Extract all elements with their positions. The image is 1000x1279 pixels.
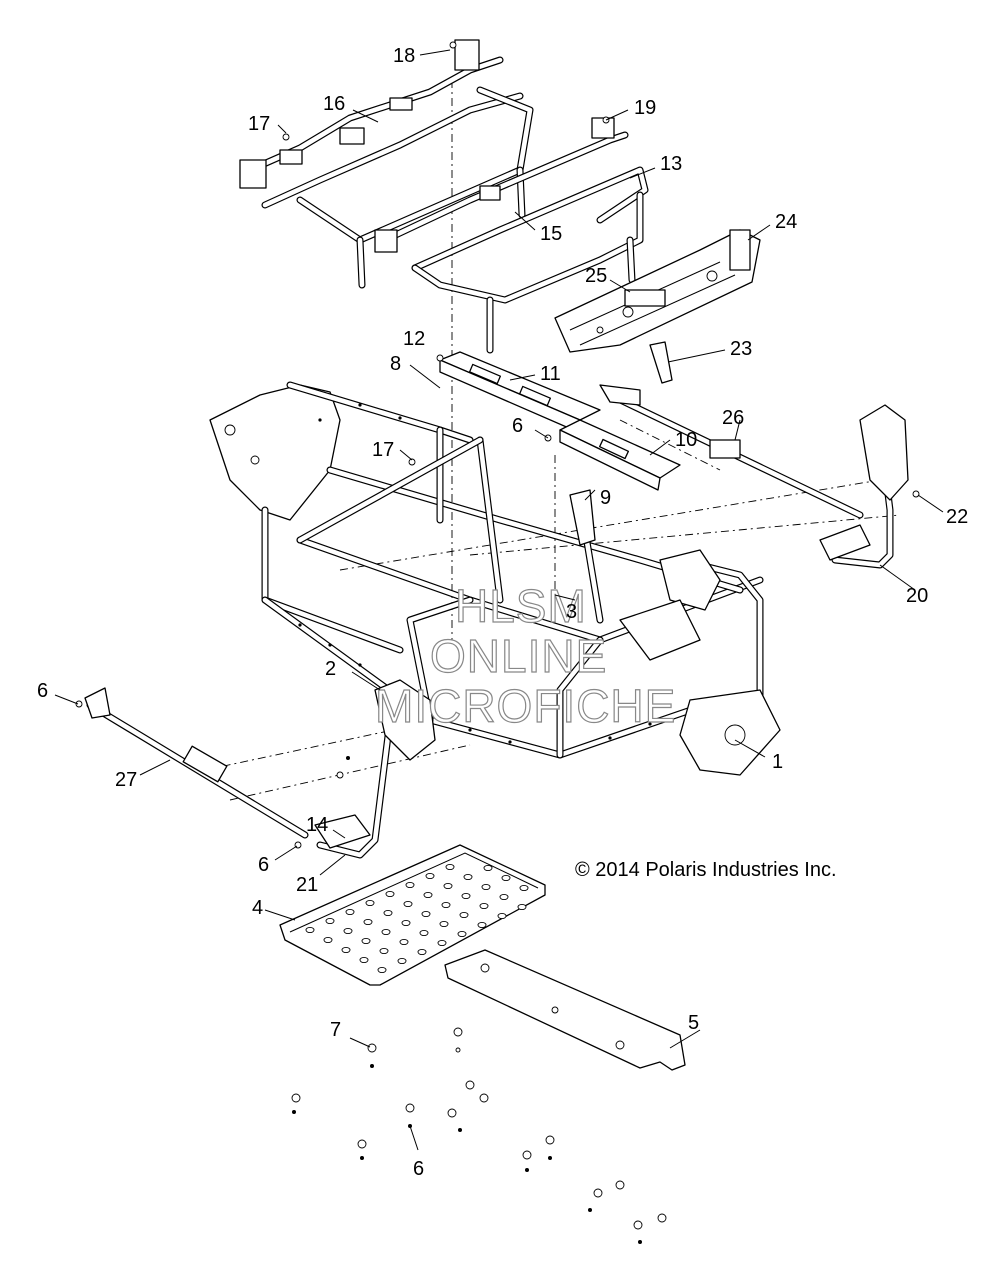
- callout-25: 25: [585, 265, 607, 287]
- main-chassis-frame-1: [209, 381, 781, 776]
- skid-plate-hole: [343, 927, 353, 935]
- skid-plate-hole: [421, 910, 431, 918]
- callout-24: 24: [775, 211, 797, 233]
- skid-plate-hole: [425, 872, 435, 880]
- skid-plate-hole: [437, 939, 447, 947]
- skid-plate-hole: [325, 917, 335, 925]
- skid-plate-hole: [345, 908, 355, 916]
- callouts: 18 16 17 19 13 15 24 25 23 12 8 11 26 10…: [37, 45, 968, 1180]
- callout-3: 3: [566, 601, 577, 623]
- callout-13: 13: [660, 153, 682, 175]
- callout-6-mid: 6: [512, 415, 523, 437]
- skid-plate-hole: [459, 911, 469, 919]
- skid-plate-hole: [405, 881, 415, 889]
- skid-plate-hole: [463, 873, 473, 881]
- skid-plate-5: [444, 949, 686, 1071]
- side-frame-21: [314, 679, 436, 859]
- skid-plate-hole: [341, 946, 351, 954]
- callout-17-mid: 17: [372, 439, 394, 461]
- callout-1: 1: [772, 751, 783, 773]
- skid-plate-hole: [383, 909, 393, 917]
- skid-plate-hole: [517, 903, 527, 911]
- watermark: HLSM ONLINE MICROFICHE: [374, 579, 676, 732]
- skid-plate-hole: [519, 884, 529, 892]
- skid-plate-hole: [483, 864, 493, 872]
- callout-4: 4: [252, 897, 263, 919]
- callout-27: 27: [115, 769, 137, 791]
- skid-plate-hole: [399, 938, 409, 946]
- skid-plate-hole: [441, 901, 451, 909]
- skid-plate-hole: [419, 929, 429, 937]
- skid-plate-hole: [377, 966, 387, 974]
- cross-member-10: [559, 419, 681, 491]
- callout-18: 18: [393, 45, 415, 67]
- side-frame-20: [819, 404, 909, 569]
- skid-plate-hole: [305, 926, 315, 934]
- callout-6-lower: 6: [258, 854, 269, 876]
- callout-17-top: 17: [248, 113, 270, 135]
- skid-plate-hole: [439, 920, 449, 928]
- cross-tube-27: [84, 687, 309, 839]
- skid-plate-hole: [323, 936, 333, 944]
- skid-plate-hole: [499, 893, 509, 901]
- skid-plate-hole: [443, 882, 453, 890]
- seat-frame-rear-16: [239, 39, 534, 289]
- leader-lines: [54, 49, 944, 1151]
- skid-plate-hole: [397, 957, 407, 965]
- cross-member-11: [439, 351, 601, 433]
- skid-plate-hole: [457, 930, 467, 938]
- watermark-line-3: MICROFICHE: [375, 680, 676, 732]
- skid-plate-hole: [385, 890, 395, 898]
- skid-plate-hole: [461, 892, 471, 900]
- skid-plate-hole: [497, 912, 507, 920]
- skid-plate-4: [279, 844, 546, 986]
- skid-plate-hole: [445, 863, 455, 871]
- callout-11: 11: [540, 363, 561, 385]
- skid-plate-hole: [361, 937, 371, 945]
- skid-plate-hole: [423, 891, 433, 899]
- copyright-text: © 2014 Polaris Industries Inc.: [575, 859, 837, 881]
- watermark-line-1: HLSM: [455, 580, 587, 632]
- skid-plate-hole: [479, 902, 489, 910]
- skid-plate-hole: [417, 948, 427, 956]
- callout-16: 16: [323, 93, 345, 115]
- callout-6-bottom: 6: [413, 1158, 424, 1180]
- cross-tube-26: [599, 384, 864, 519]
- callout-8: 8: [390, 353, 401, 375]
- callout-9: 9: [600, 487, 611, 509]
- rear-panel-24: [554, 229, 761, 353]
- mount-post-9: [569, 489, 596, 546]
- callout-12: 12: [403, 328, 425, 350]
- skid-plate-hole: [477, 921, 487, 929]
- callout-7: 7: [330, 1019, 341, 1041]
- skid-plate-hole: [403, 900, 413, 908]
- skid-plate-hole: [381, 928, 391, 936]
- callout-22: 22: [946, 506, 968, 528]
- callout-20: 20: [906, 585, 928, 607]
- callout-14: 14: [306, 814, 328, 836]
- skid-plate-hole: [501, 874, 511, 882]
- watermark-line-2: ONLINE: [430, 630, 607, 682]
- callout-19: 19: [634, 97, 656, 119]
- callout-21: 21: [296, 874, 318, 896]
- callout-15: 15: [540, 223, 562, 245]
- skid-plate-hole: [363, 918, 373, 926]
- skid-plate-holes: [305, 863, 529, 974]
- skid-plate-hole: [379, 947, 389, 955]
- callout-10: 10: [675, 429, 697, 451]
- callout-6-left: 6: [37, 680, 48, 702]
- bracket-23: [649, 341, 673, 384]
- seat-frame-front-13: [374, 117, 649, 354]
- callout-26: 26: [722, 407, 744, 429]
- skid-plate-hole: [481, 883, 491, 891]
- fasteners: [75, 41, 920, 1244]
- skid-plate-hole: [401, 919, 411, 927]
- callout-2: 2: [325, 658, 336, 680]
- skid-plate-hole: [365, 899, 375, 907]
- skid-plate-hole: [359, 956, 369, 964]
- callout-23: 23: [730, 338, 752, 360]
- callout-5: 5: [688, 1012, 699, 1034]
